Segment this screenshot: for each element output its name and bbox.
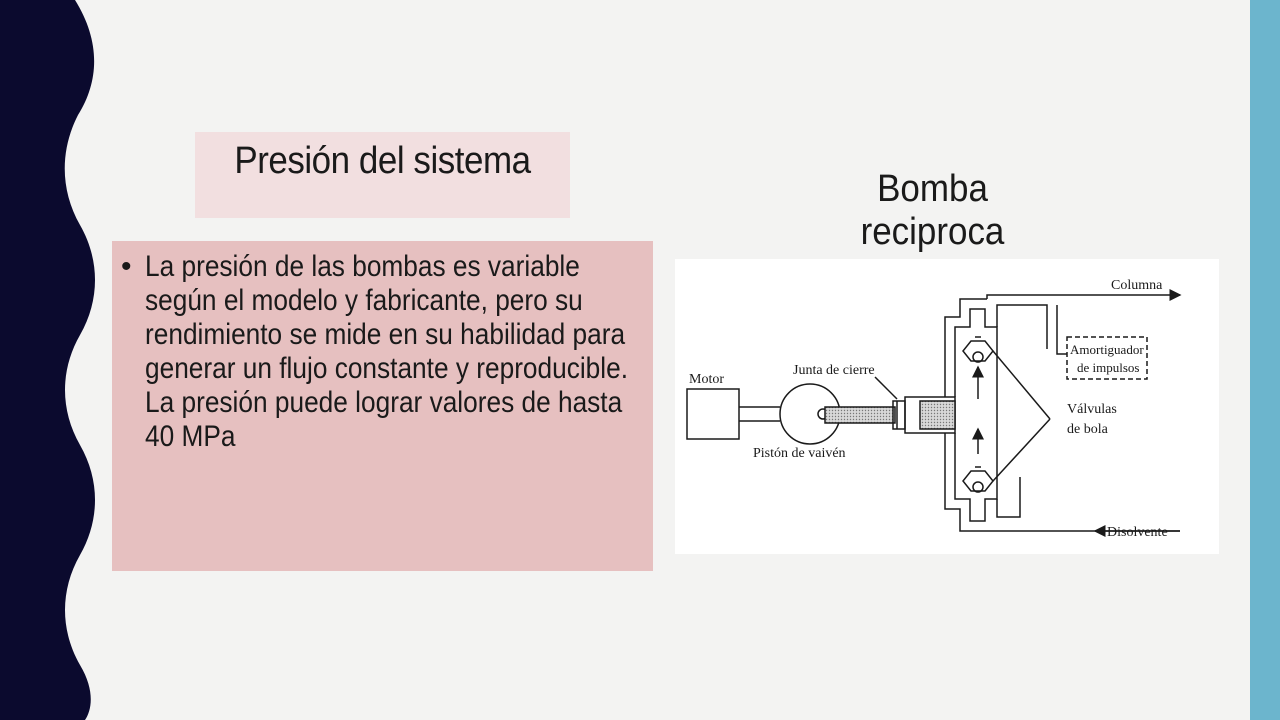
- valves-label-line1: Válvulas: [1067, 402, 1117, 417]
- damper-label-line2: de impulsos: [1077, 360, 1139, 375]
- slide-title: Presión del sistema: [234, 140, 531, 182]
- right-accent-strip: [1250, 0, 1280, 720]
- piston-label: Pistón de vaivén: [753, 446, 846, 461]
- seal-label: Junta de cierre: [793, 363, 875, 378]
- motor-label: Motor: [689, 372, 724, 387]
- bullet-text: La presión de las bombas es variable seg…: [145, 250, 629, 453]
- diagram-heading: Bomba reciproca: [860, 168, 1005, 253]
- left-wave-band: [0, 0, 95, 720]
- pump-diagram-svg: Motor Junta de cierre Pistón de vaivén C…: [686, 278, 1182, 540]
- content-box: [112, 241, 653, 571]
- column-label: Columna: [1111, 278, 1163, 293]
- valves-label-line2: de bola: [1067, 422, 1109, 437]
- wave-shape: [0, 0, 95, 720]
- title-box: Presión del sistema: [195, 132, 570, 218]
- damper-label-line1: Amortiguador: [1070, 342, 1144, 357]
- motor-box: [686, 388, 740, 440]
- upper-ball-valve: [962, 340, 994, 362]
- bullet-marker: •: [121, 250, 132, 283]
- lower-ball-valve: [962, 470, 994, 492]
- pulse-damper: [1066, 336, 1148, 380]
- pump-diagram: Motor Junta de cierre Pistón de vaivén C…: [675, 259, 1219, 554]
- piston-rod: [824, 406, 896, 424]
- solvent-label: Disolvente: [1107, 525, 1168, 540]
